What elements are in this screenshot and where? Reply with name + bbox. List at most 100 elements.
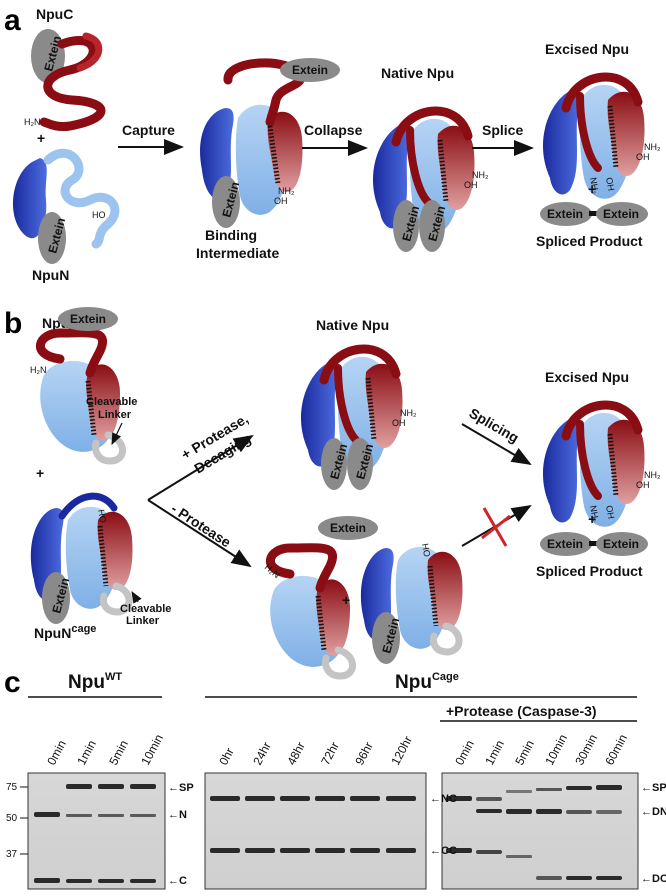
band: [280, 796, 310, 801]
npun-cage-label: NpuNcage: [34, 623, 96, 641]
spliced-product-b: Extein Extein: [540, 532, 648, 556]
plus-excised-b: +: [588, 511, 596, 527]
native-npu-label-b: Native Npu: [316, 317, 389, 333]
band: [245, 796, 275, 801]
svg-text:OH: OH: [392, 418, 406, 428]
band: [536, 876, 562, 880]
capture-label: Capture: [122, 122, 175, 138]
svg-text:OH: OH: [464, 180, 478, 190]
excised-npu-label-b: Excised Npu: [545, 369, 629, 385]
cleavable-linker-label-2: Linker: [98, 409, 132, 421]
band: [596, 810, 622, 814]
band: [98, 814, 124, 817]
gel-cage: [204, 772, 427, 890]
band: [506, 809, 532, 814]
plus-sign-b: +: [36, 465, 44, 481]
gel-protease: [441, 772, 639, 890]
svg-text:1min: 1min: [482, 738, 507, 768]
band: [566, 876, 592, 880]
panel-c-letter: c: [4, 666, 21, 699]
svg-text:HO: HO: [92, 210, 106, 220]
protease-caspase-title: +Protease (Caspase-3): [446, 703, 597, 719]
band: [34, 812, 60, 817]
svg-text:1min: 1min: [74, 738, 99, 768]
excised-npu-b: NH₂ OH NH₂ OH: [543, 405, 661, 527]
band: [596, 785, 622, 790]
svg-text:60min: 60min: [602, 732, 630, 767]
svg-text:10min: 10min: [138, 732, 166, 767]
svg-text:OH: OH: [636, 152, 650, 162]
svg-text:96hr: 96hr: [352, 740, 376, 768]
svg-text:0min: 0min: [44, 738, 69, 768]
blocked-x-icon: [481, 507, 511, 547]
npu-wt-title: NpuWT: [68, 671, 122, 693]
band: [446, 796, 472, 801]
svg-text:Extein: Extein: [603, 207, 639, 221]
band: [130, 814, 156, 817]
band: [350, 848, 380, 853]
gel-wt-bands: [34, 784, 156, 883]
svg-text:Extein: Extein: [292, 63, 328, 77]
plus-sign-b2: +: [342, 592, 350, 608]
h2n-label: H₂N: [24, 117, 41, 127]
band: [566, 810, 592, 814]
band: [506, 790, 532, 793]
svg-text:HO: HO: [420, 543, 432, 558]
collapse-label: Collapse: [304, 122, 363, 138]
svg-text:0min: 0min: [452, 738, 477, 768]
band: [66, 879, 92, 883]
gel-protease-bands: [446, 785, 622, 880]
cleavable-linker-label-3: Cleavable: [120, 603, 171, 615]
band: [386, 796, 416, 801]
svg-text:5min: 5min: [512, 738, 537, 768]
excised-npu-label-a: Excised Npu: [545, 41, 629, 57]
svg-text:←SP: ←SP: [168, 782, 194, 794]
band: [315, 796, 345, 801]
band: [34, 878, 60, 883]
band: [536, 809, 562, 814]
svg-text:OH: OH: [636, 480, 650, 490]
gel2-band-labels: ←NC ←CC: [430, 793, 457, 857]
band: [596, 876, 622, 880]
svg-text:Extein: Extein: [70, 312, 106, 326]
band: [210, 848, 240, 853]
band: [98, 784, 124, 789]
band: [130, 784, 156, 789]
cleavable-linker-label-1: Cleavable: [86, 396, 137, 408]
native-npu-a: Extein Extein NH₂ OH: [373, 111, 489, 252]
band: [476, 797, 502, 801]
svg-text:Extein: Extein: [547, 537, 583, 551]
binding-intermediate: Extein Extein NH₂ OH: [200, 58, 340, 228]
splicing-label: Splicing: [467, 405, 522, 446]
caged-npuc-product: Extein H₂N: [263, 516, 378, 680]
mw-50: 50: [6, 813, 18, 824]
gel-cage-bands: [210, 796, 416, 853]
no-protease-arrow: [147, 499, 252, 568]
band: [506, 855, 532, 858]
svg-text:NH₂: NH₂: [644, 470, 661, 480]
npun-cage: Extein HO: [30, 492, 133, 624]
gel1-band-labels: ←SP ←N ←C: [168, 782, 194, 887]
svg-text:←DN: ←DN: [641, 806, 666, 818]
svg-text:Extein: Extein: [547, 207, 583, 221]
npun-label: NpuN: [32, 267, 69, 283]
svg-text:24hr: 24hr: [250, 740, 274, 768]
band: [245, 848, 275, 853]
splicing-arrow: [461, 423, 532, 466]
native-npu-b: Extein Extein NH₂ OH: [301, 349, 417, 490]
band: [130, 879, 156, 883]
panel-b-letter: b: [4, 307, 22, 340]
svg-text:←CC: ←CC: [430, 845, 457, 857]
mw-75: 75: [6, 782, 18, 793]
svg-text:48hr: 48hr: [284, 740, 308, 768]
spliced-product-label-a: Spliced Product: [536, 233, 643, 249]
svg-text:Extein: Extein: [603, 537, 639, 551]
excised-npu-a: NH₂ OH NH₂ OH: [543, 77, 661, 199]
svg-text:30min: 30min: [572, 732, 600, 767]
band: [566, 786, 592, 790]
svg-text:←SP: ←SP: [641, 782, 666, 794]
cleavable-linker-label-4: Linker: [126, 615, 160, 627]
svg-text:OH: OH: [274, 196, 288, 206]
band: [315, 848, 345, 853]
